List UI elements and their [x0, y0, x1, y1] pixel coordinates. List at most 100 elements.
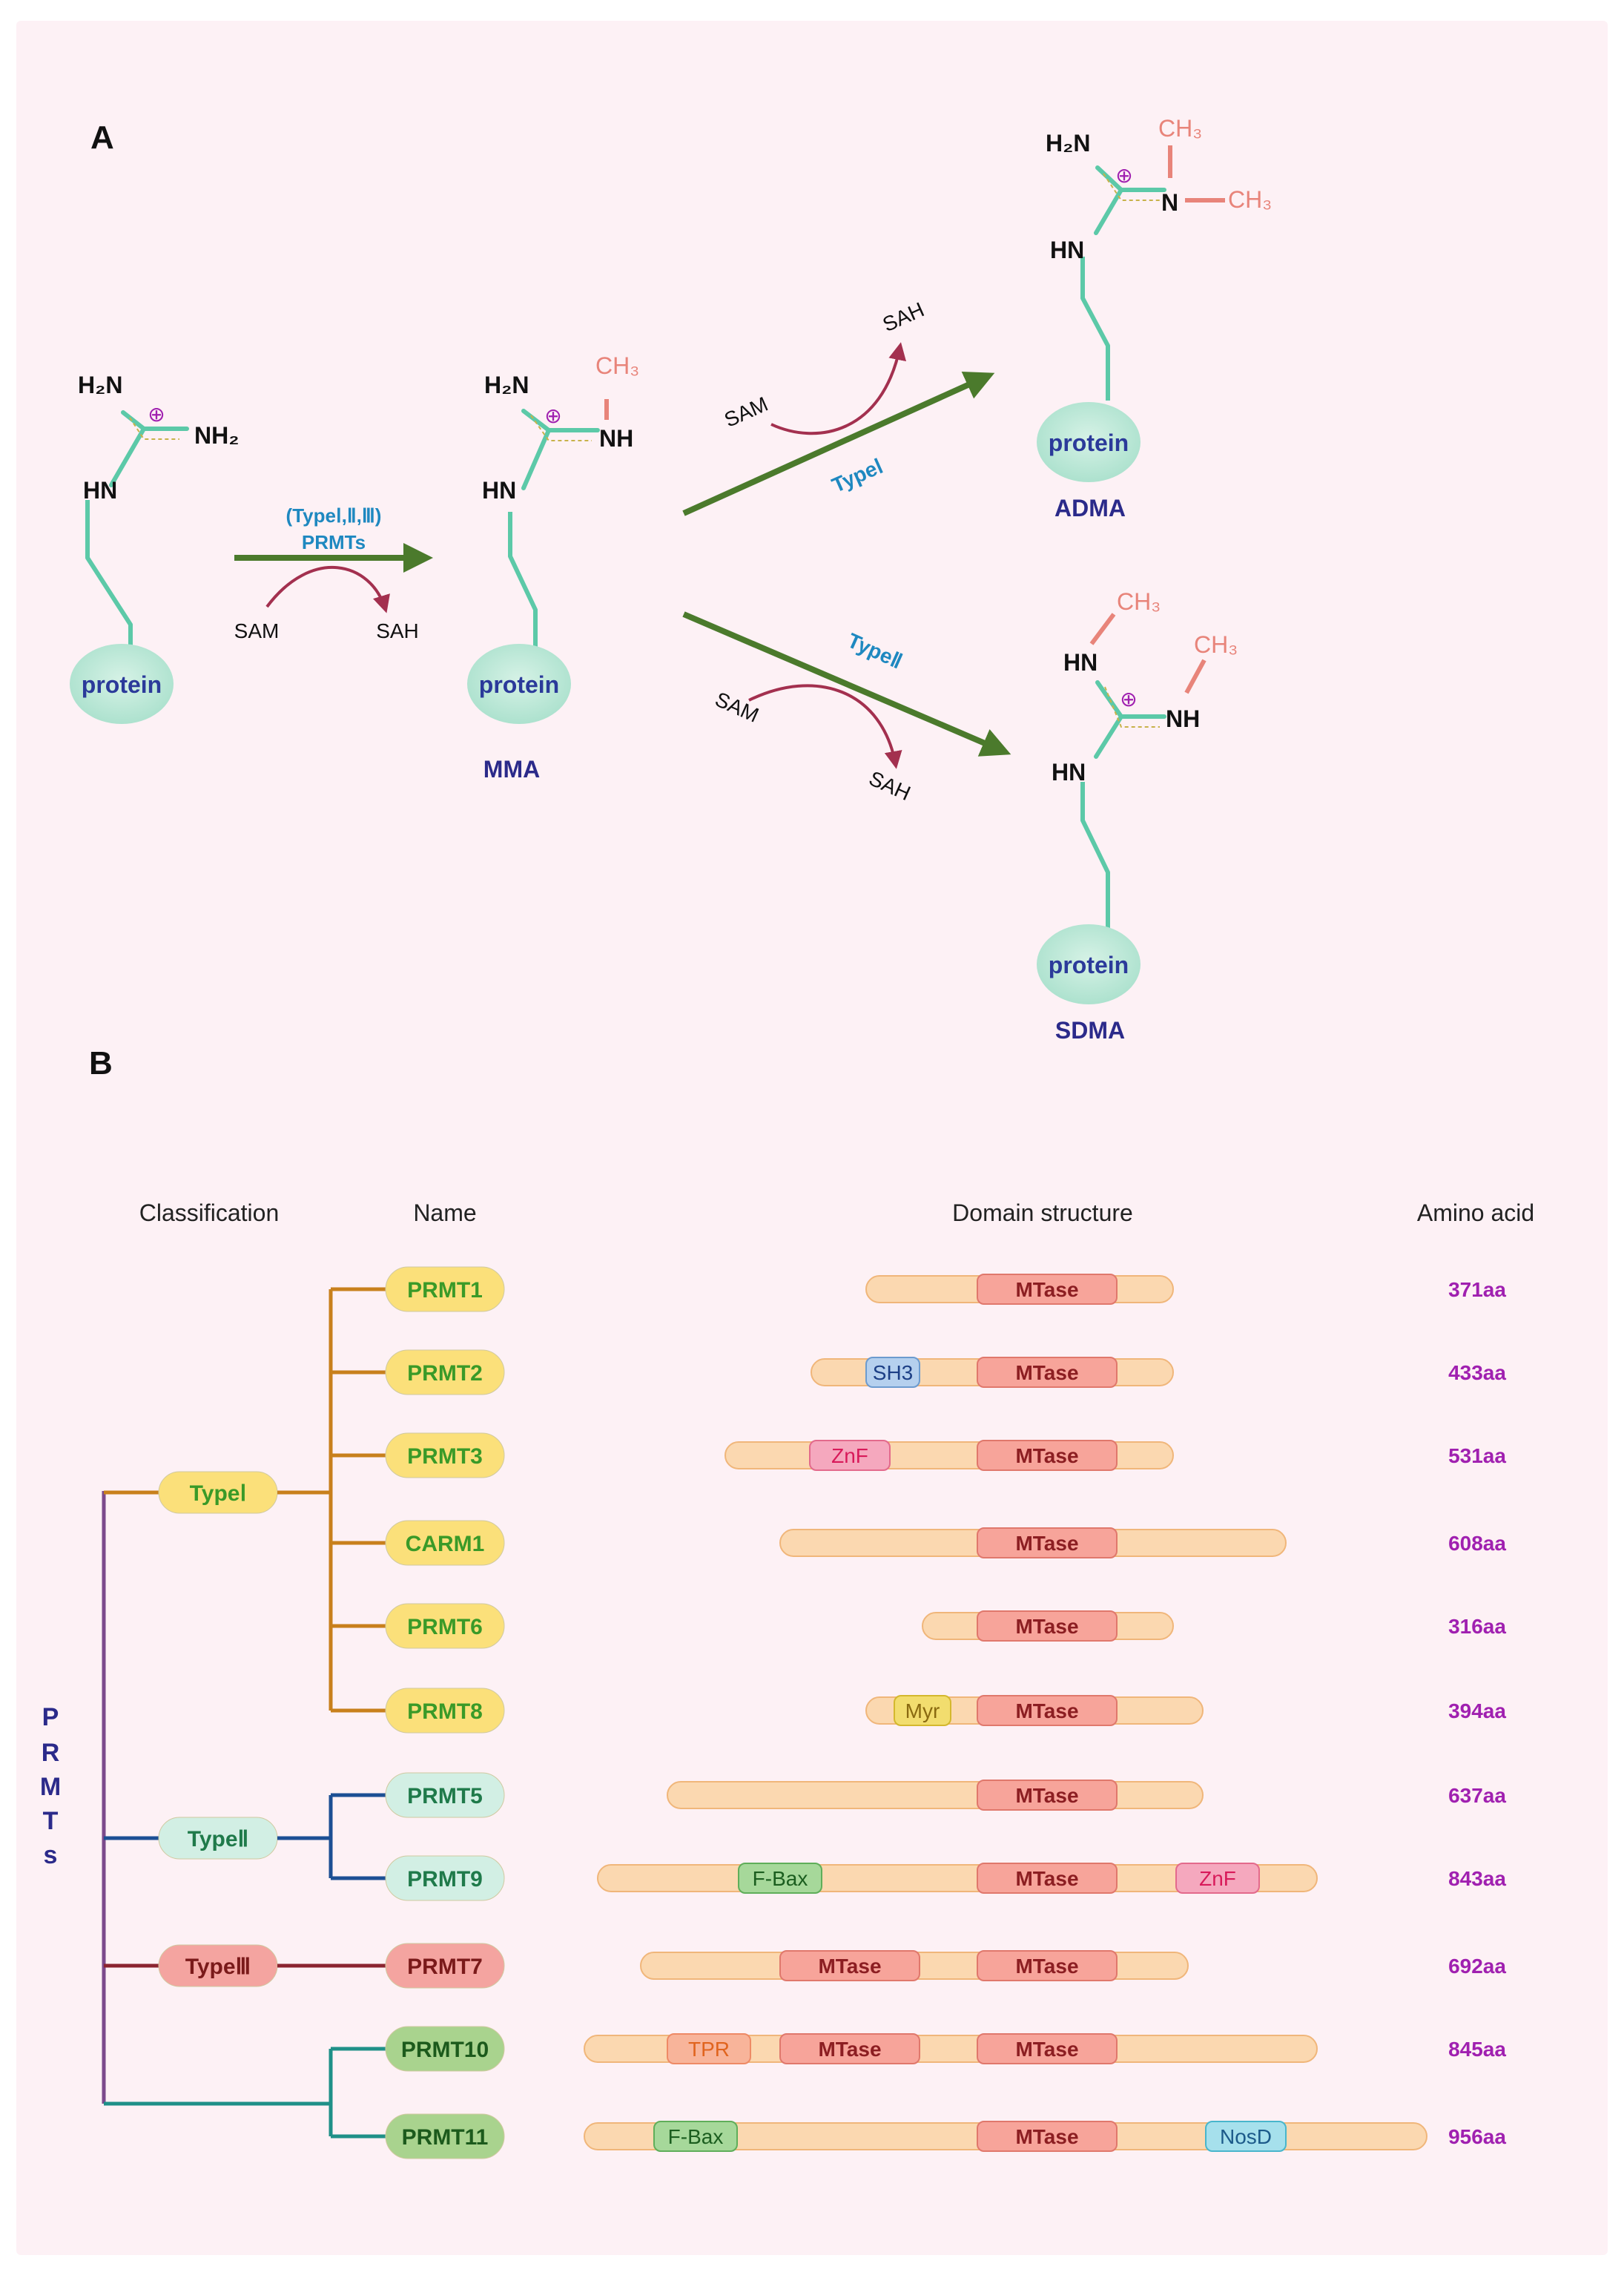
dimethyl-n: N — [1161, 189, 1178, 216]
protein-ellipse — [1037, 402, 1141, 482]
methylation-step-1: (TypeⅠ,Ⅱ,Ⅲ) PRMTs SAM SAH — [234, 504, 433, 642]
amino-acid-length: 433aa — [1448, 1361, 1506, 1384]
domain-box-mtase — [977, 1863, 1118, 1894]
protein-name-pill — [385, 1603, 505, 1649]
domain-label: MTase — [1015, 1955, 1078, 1978]
protein-ellipse — [70, 644, 174, 724]
amine-nh: NH — [1166, 705, 1200, 732]
sam-label-1: SAM — [234, 619, 280, 642]
reaction-arrow-type1 — [682, 371, 995, 516]
protein-name: PRMT7 — [407, 1955, 483, 1979]
positive-charge: ⊕ — [148, 403, 165, 426]
root-letter: P — [42, 1703, 59, 1731]
sdma-molecule: protein HN NH HN CH₃ CH₃ ⊕ SDMA — [1037, 588, 1238, 1044]
domain-label: MTase — [818, 1955, 881, 1978]
methyl-ch3: CH₃ — [595, 352, 639, 379]
sam-arrow-1 — [265, 566, 390, 613]
sah-label-1: SAH — [376, 619, 419, 642]
protein-row: PRMT7 MTase MTase 692aa — [385, 1943, 1506, 1989]
methyl-ch3: CH₃ — [1194, 631, 1238, 658]
protein-label: protein — [479, 671, 559, 698]
methyl-bond — [1089, 613, 1116, 645]
panel-a-label: A — [90, 119, 114, 156]
protein-name: PRMT11 — [402, 2125, 489, 2150]
amino-acid-length: 956aa — [1448, 2125, 1506, 2148]
domain-label: ZnF — [831, 1444, 868, 1467]
protein-name-pill — [385, 1688, 505, 1734]
amino-acid-length: 692aa — [1448, 1955, 1506, 1978]
imine-hn: HN — [1050, 237, 1084, 263]
root-letter: R — [42, 1739, 60, 1767]
methyl-ch3: CH₃ — [1158, 115, 1202, 142]
domain-box-mtase — [977, 1780, 1118, 1811]
domain-label: MTase — [818, 2038, 881, 2061]
amine-nh2: NH₂ — [194, 422, 239, 449]
protein-name-pill — [385, 1349, 505, 1395]
amine-h2n: H₂N — [484, 372, 529, 398]
domain-box-myr — [894, 1695, 951, 1726]
enzyme-types-label: (TypeⅠ,Ⅱ,Ⅲ) — [286, 504, 382, 527]
imine-hn: HN — [482, 477, 516, 504]
positive-charge: ⊕ — [544, 404, 561, 427]
protein-ellipse — [467, 644, 571, 724]
protein-name: PRMT8 — [407, 1699, 483, 1724]
adma-molecule: protein H₂N N HN CH₃ CH₃ ⊕ ADMA — [1037, 115, 1272, 521]
amino-acid-length: 845aa — [1448, 2038, 1506, 2061]
protein-name-pill — [385, 1943, 505, 1989]
mma-molecule: protein H₂N NH HN CH₃ ⊕ MMA — [467, 352, 639, 783]
positive-charge: ⊕ — [1120, 688, 1137, 711]
panel-b-label: B — [89, 1045, 113, 1082]
reaction-arrow-type2 — [682, 611, 1011, 757]
domain-label: TPR — [688, 2038, 730, 2061]
header-amino-acid: Amino acid — [1417, 1199, 1534, 1226]
domain-label: MTase — [1015, 1444, 1078, 1467]
root-label-prmts: P R M T s — [40, 1703, 61, 1869]
figure-background — [16, 21, 1608, 2255]
domain-label: F-Bax — [753, 1867, 808, 1890]
amine-h2n: H₂N — [78, 372, 122, 398]
protein-name: PRMT1 — [407, 1278, 483, 1303]
domain-box-mtase — [977, 1610, 1118, 1642]
protein-ellipse — [1037, 924, 1141, 1004]
domain-box-mtase — [977, 1695, 1118, 1726]
type-pill-label: TypeⅢ — [185, 1955, 251, 1979]
domain-label: MTase — [1015, 1867, 1078, 1890]
protein-backbone-bar — [667, 1781, 1204, 1809]
header-classification: Classification — [139, 1199, 280, 1226]
methyl-bond — [1184, 659, 1207, 694]
sam-arrow-type1 — [770, 342, 906, 435]
domain-label: Myr — [905, 1699, 940, 1722]
type-pill-label: TypeⅠ — [190, 1481, 247, 1506]
type1-reaction: SAM SAH TypeⅠ — [682, 297, 995, 516]
protein-name-pill — [385, 1772, 505, 1818]
domain-label: ZnF — [1199, 1867, 1236, 1890]
protein-name: PRMT10 — [401, 2038, 489, 2062]
protein-label: protein — [82, 671, 162, 698]
root-letter: M — [40, 1773, 61, 1801]
methyl-ch3: CH₃ — [1117, 588, 1161, 615]
domain-label: MTase — [1015, 1699, 1078, 1722]
domain-label: F-Bax — [668, 2125, 724, 2148]
protein-name-pill — [385, 1520, 505, 1566]
amino-acid-length: 371aa — [1448, 1278, 1506, 1301]
domain-box-znf — [1175, 1863, 1260, 1894]
domain-label: MTase — [1015, 2038, 1078, 2061]
domain-box-mtase — [977, 1274, 1118, 1305]
domain-box-mtase — [977, 2121, 1118, 2152]
arginine-molecule: protein H₂N NH₂ HN ⊕ — [70, 372, 239, 724]
protein-name-pill — [385, 1855, 505, 1901]
protein-name: PRMT2 — [407, 1361, 483, 1386]
domain-label: MTase — [1015, 2125, 1078, 2148]
header-domain-structure: Domain structure — [952, 1199, 1133, 1226]
header-name: Name — [413, 1199, 476, 1226]
protein-name-pill — [385, 1266, 505, 1312]
methyl-ch3: CH₃ — [1228, 186, 1272, 213]
